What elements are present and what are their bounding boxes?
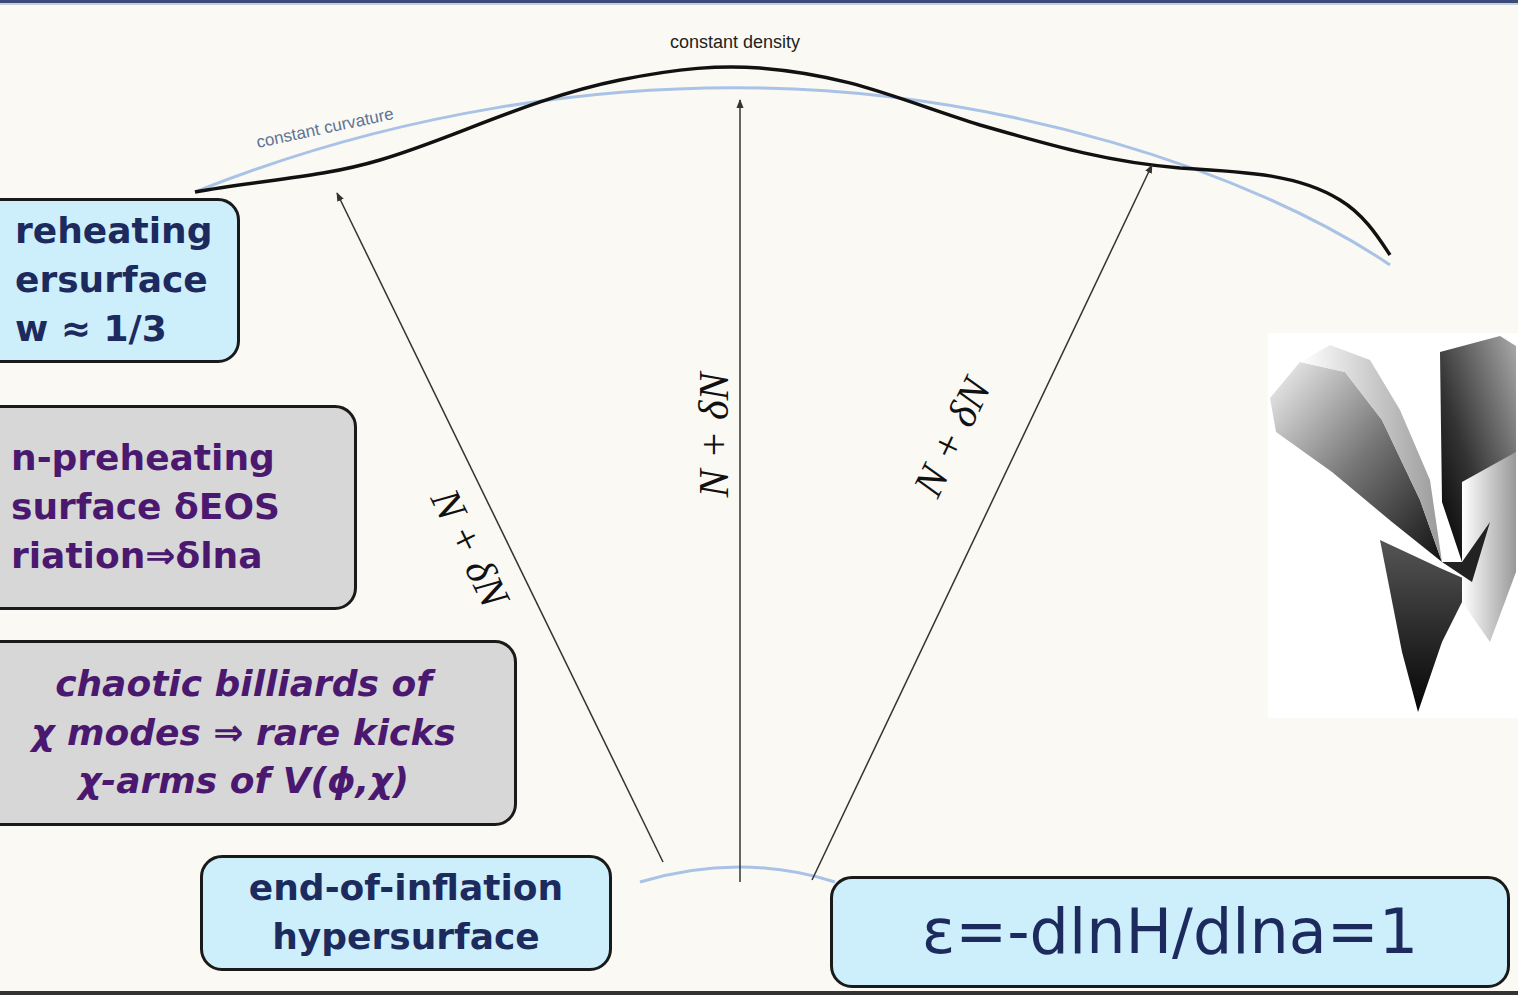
box-text: chaotic billiards of χ modes ⇒ rare kick… [31,660,456,807]
potential-surface-picture [1268,333,1518,718]
text-line: ε=-dlnH/dlna=1 [922,890,1418,974]
text-line: ersurface [15,256,212,305]
box-text: end-of-inflation hypersurface [249,864,563,962]
text-line: surface δEOS [11,483,280,532]
constant-curvature-curve [195,88,1390,265]
box-text: ε=-dlnH/dlna=1 [922,890,1418,974]
top-rule [0,0,1518,3]
hypersurface-box: n-preheating surface δEOS riation⇒δlna [0,405,357,610]
hypersurface-box: end-of-inflation hypersurface [200,855,612,971]
formula-box: ε=-dlnH/dlna=1 [830,876,1510,988]
top-rule-shadow [0,3,1518,5]
text-line: reheating [15,207,212,256]
constant-density-curve [195,67,1390,255]
text-line: w ≈ 1/3 [15,305,212,354]
text-line: chaotic billiards of [31,660,456,709]
efold-label: N + δN [693,373,735,498]
box-text: n-preheating surface δEOS riation⇒δlna [11,434,280,581]
text-line: χ-arms of V(ϕ,χ) [31,757,456,806]
curve-label: constant density [670,33,800,51]
hypersurface-box: reheating ersurface w ≈ 1/3 [0,198,240,363]
text-line: n-preheating [11,434,280,483]
curve-label: constant curvature [255,105,395,151]
box-text: reheating ersurface w ≈ 1/3 [15,207,212,354]
text-line: hypersurface [249,913,563,962]
mechanism-box: chaotic billiards of χ modes ⇒ rare kick… [0,640,517,826]
bottom-rule [0,991,1518,995]
text-line: end-of-inflation [249,864,563,913]
text-line: riation⇒δlna [11,532,280,581]
efold-arrow [739,100,741,882]
efold-arrow [812,165,1152,880]
efold-label: N + δN [906,372,998,503]
text-line: χ modes ⇒ rare kicks [31,709,456,758]
efold-label: N + δN [424,483,517,614]
end-of-inflation-arc [640,867,835,882]
